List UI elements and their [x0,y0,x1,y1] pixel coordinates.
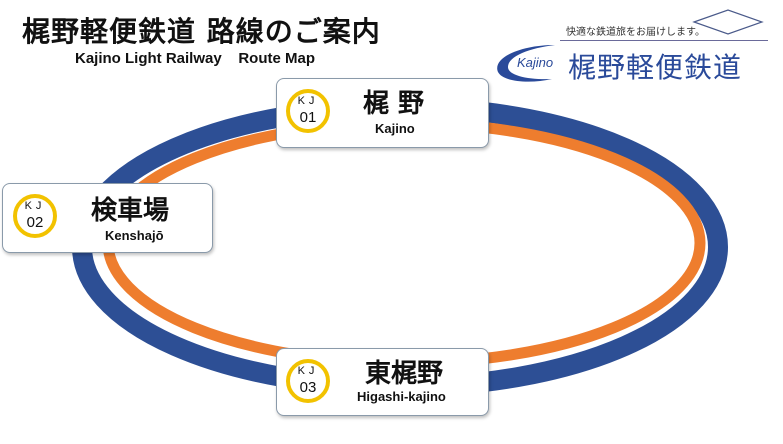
station-romaji: Higashi-kajino [357,389,446,404]
station-number-badge: KJ 02 [13,194,57,238]
station-number: 02 [26,214,44,231]
brand-tagline: 快適な鉄道旅をお届けします。 [566,27,705,38]
station-name: 東梶野 [365,359,444,389]
station-name: 検車場 [91,196,170,226]
station-card-kajino[interactable]: KJ 01 梶 野 Kajino [276,78,489,148]
station-name: 梶 野 [363,89,425,119]
station-card-higashi-kajino[interactable]: KJ 03 東梶野 Higashi-kajino [276,348,489,416]
station-romaji: Kajino [375,121,415,136]
station-number-badge: KJ 03 [286,359,330,403]
logo-wordmark: Kajino [517,55,554,70]
brand-name: 梶野軽便鉄道 [568,51,743,84]
station-number: 01 [299,109,317,126]
station-card-kenshajo[interactable]: KJ 02 検車場 Kenshajō [2,183,213,253]
page-title: 梶野軽便鉄道 路線のご案内 [22,15,381,48]
station-number: 03 [299,379,317,396]
brand-divider [560,40,768,41]
logo-swoosh [497,45,555,82]
logo-diamond-icon [692,9,764,35]
page-subtitle: Kajino Light Railway Route Map [75,50,316,67]
line-code: KJ [297,95,319,107]
line-code: KJ [24,200,46,212]
station-romaji: Kenshajō [105,228,164,243]
line-code: KJ [297,365,319,377]
station-number-badge: KJ 01 [286,89,330,133]
